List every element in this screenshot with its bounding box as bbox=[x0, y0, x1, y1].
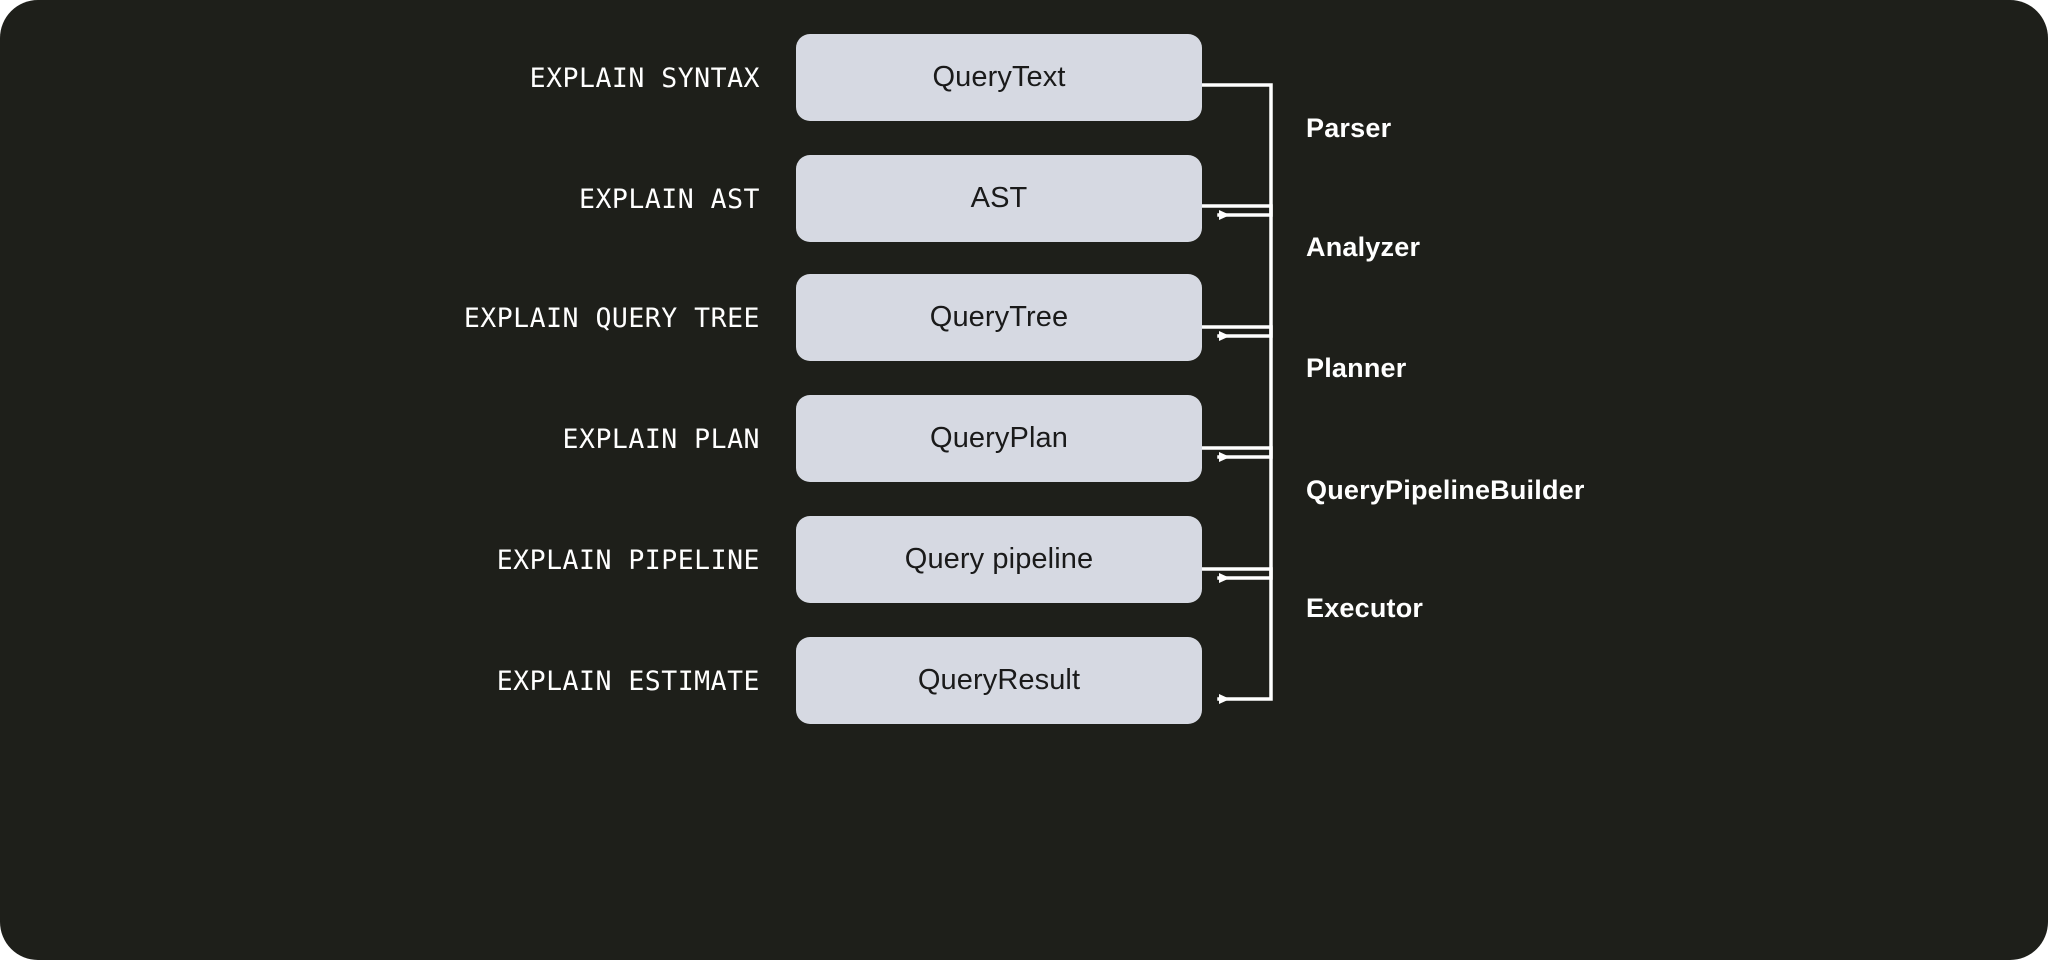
stage-row-query-plan: EXPLAIN PLAN QueryPlan bbox=[0, 383, 2048, 495]
node-box-querytext[interactable]: QueryText bbox=[796, 34, 1202, 121]
node-box-ast[interactable]: AST bbox=[796, 155, 1202, 242]
node-label-queryplan: QueryPlan bbox=[930, 422, 1068, 454]
explain-label-pipeline: EXPLAIN PIPELINE bbox=[496, 544, 760, 576]
node-box-queryresult[interactable]: QueryResult bbox=[796, 637, 1202, 724]
stage-row-query-result: EXPLAIN ESTIMATE QueryResult bbox=[0, 625, 2048, 737]
node-label-queryresult: QueryResult bbox=[917, 664, 1081, 696]
stage-row-ast: EXPLAIN AST AST bbox=[0, 143, 2048, 255]
explain-label-ast: EXPLAIN AST bbox=[579, 183, 760, 215]
stage-row-query-text: EXPLAIN SYNTAX QueryText bbox=[0, 22, 2048, 134]
explain-label-query-tree: EXPLAIN QUERY TREE bbox=[463, 302, 760, 334]
stage-row-query-pipeline: EXPLAIN PIPELINE Query pipeline bbox=[0, 504, 2048, 616]
explain-label-estimate: EXPLAIN ESTIMATE bbox=[496, 665, 760, 697]
component-label-analyzer: Analyzer bbox=[1306, 232, 1421, 262]
explain-label-plan: EXPLAIN PLAN bbox=[562, 423, 760, 455]
node-label-querytext: QueryText bbox=[932, 61, 1066, 93]
node-label-ast: AST bbox=[970, 182, 1028, 214]
component-label-planner: Planner bbox=[1306, 353, 1407, 383]
stage-row-query-tree: EXPLAIN QUERY TREE QueryTree bbox=[0, 262, 2048, 374]
component-label-executor: Executor bbox=[1306, 593, 1424, 623]
component-label-querypipelinebuilder: QueryPipelineBuilder bbox=[1306, 475, 1585, 505]
node-box-query-pipeline[interactable]: Query pipeline bbox=[796, 516, 1202, 603]
node-box-querytree[interactable]: QueryTree bbox=[796, 274, 1202, 361]
node-label-querytree: QueryTree bbox=[929, 301, 1069, 333]
component-label-parser: Parser bbox=[1306, 113, 1392, 143]
node-box-queryplan[interactable]: QueryPlan bbox=[796, 395, 1202, 482]
node-label-query-pipeline: Query pipeline bbox=[904, 543, 1094, 575]
explain-label-syntax: EXPLAIN SYNTAX bbox=[529, 62, 760, 94]
